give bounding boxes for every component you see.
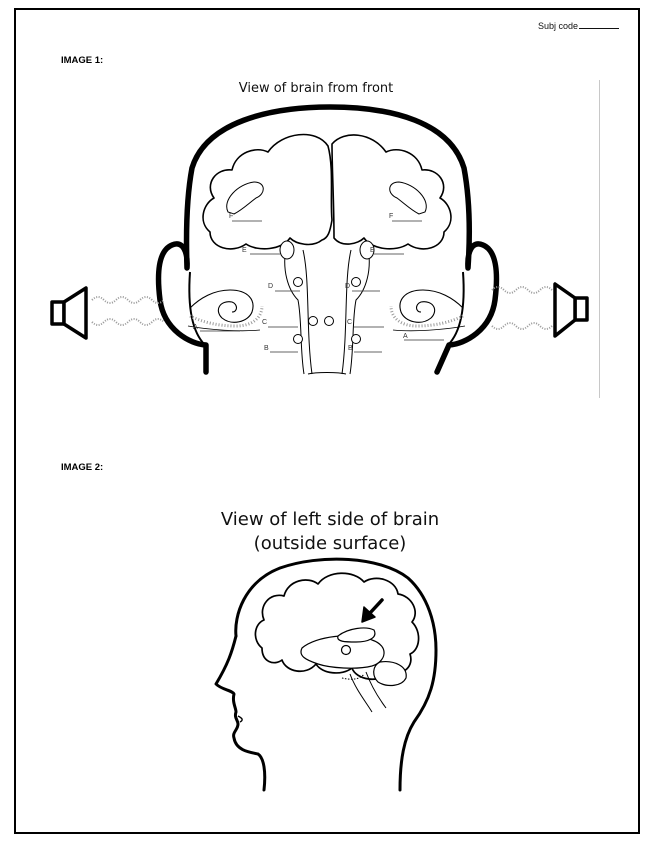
side-nucleus bbox=[340, 644, 352, 656]
label-c-left: C bbox=[262, 319, 267, 326]
image2-caption-line1: View of left side of brain bbox=[220, 509, 440, 530]
image2-caption-line2: (outside surface) bbox=[253, 533, 407, 554]
sound-waves-left bbox=[91, 296, 165, 326]
front-head-outline bbox=[155, 104, 500, 375]
label-c-right: C bbox=[347, 319, 352, 326]
subject-code-blank[interactable] bbox=[579, 28, 620, 29]
label-b-left: B bbox=[264, 345, 269, 352]
label-a-left: A bbox=[193, 324, 198, 331]
nuclei bbox=[279, 240, 375, 344]
label-a-right: A bbox=[403, 333, 408, 340]
labels-left: F E D C A B bbox=[193, 213, 273, 352]
side-head-silhouette bbox=[214, 557, 438, 792]
sound-waves-right bbox=[491, 286, 553, 330]
label-e-right: E bbox=[370, 247, 375, 254]
label-d-right: D bbox=[345, 283, 350, 290]
subject-code-label: Subj code bbox=[538, 21, 579, 31]
left-cochlea bbox=[187, 289, 264, 332]
image2-caption: View of left side of brain (outside surf… bbox=[180, 508, 480, 556]
label-f-left: F bbox=[229, 213, 233, 220]
cerebellum bbox=[373, 661, 407, 687]
arrow-icon bbox=[361, 598, 384, 623]
speaker-right-icon bbox=[553, 282, 589, 338]
subject-code-field[interactable]: Subj code bbox=[538, 21, 620, 31]
brainstem bbox=[284, 247, 370, 375]
divider-line bbox=[599, 80, 600, 398]
highlighted-region bbox=[337, 627, 376, 643]
label-b-right: B bbox=[348, 345, 353, 352]
page-frame bbox=[14, 8, 640, 834]
left-region-f bbox=[226, 181, 264, 215]
speaker-left-icon bbox=[50, 286, 88, 340]
image1-caption: View of brain from front bbox=[238, 81, 394, 96]
image1-heading: IMAGE 1: bbox=[61, 55, 104, 66]
label-e-left: E bbox=[242, 247, 247, 254]
chin-curve bbox=[237, 715, 243, 723]
side-brainstem bbox=[341, 671, 387, 713]
labels-right: F E D C A B bbox=[345, 213, 408, 352]
label-d-left: D bbox=[268, 283, 273, 290]
label-f-right: F bbox=[389, 213, 393, 220]
right-cochlea bbox=[389, 289, 466, 332]
image2-heading: IMAGE 2: bbox=[61, 462, 104, 473]
right-region-f bbox=[389, 181, 427, 215]
